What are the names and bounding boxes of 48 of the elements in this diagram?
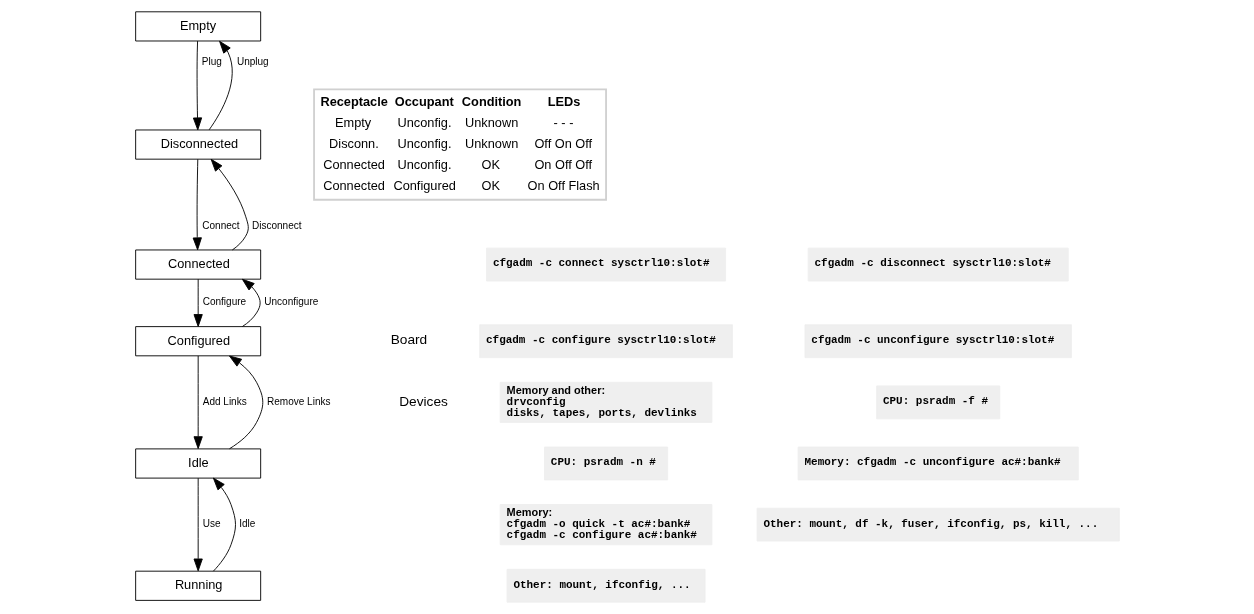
label: Unconfig. bbox=[397, 115, 451, 131]
label: On Off Off bbox=[533, 157, 592, 173]
edge-label: Unconfigure bbox=[263, 296, 318, 308]
label: LEDs bbox=[547, 93, 580, 109]
arrow bbox=[208, 40, 233, 131]
label: Off On Off bbox=[533, 136, 592, 152]
node-box: Empty bbox=[134, 11, 261, 42]
arrow bbox=[192, 40, 202, 131]
arrow bbox=[192, 158, 202, 251]
edge-label: Configure bbox=[202, 296, 246, 308]
arrow bbox=[193, 278, 203, 327]
label: Devices bbox=[398, 393, 448, 409]
edge-label: Plug bbox=[201, 56, 222, 68]
label: Occupant bbox=[394, 93, 454, 109]
node-box: Connected bbox=[134, 249, 261, 280]
arrow bbox=[193, 477, 203, 572]
label: Unknown bbox=[464, 136, 518, 152]
label: Condition bbox=[461, 93, 521, 109]
node-box: Configured bbox=[134, 326, 261, 357]
label: Unconfig. bbox=[397, 157, 451, 173]
arrow bbox=[241, 278, 261, 327]
node-box: Idle bbox=[134, 448, 261, 479]
node-box: Disconnected bbox=[134, 129, 261, 160]
arrow bbox=[212, 477, 236, 572]
edge-label: Add Links bbox=[202, 395, 247, 407]
edge-label: Disconnect bbox=[251, 219, 302, 231]
edge-label: Remove Links bbox=[266, 395, 331, 407]
arrow bbox=[193, 355, 203, 449]
label: Configured bbox=[392, 178, 456, 194]
label: - - - bbox=[553, 115, 573, 131]
edge-label: Unplug bbox=[236, 56, 269, 68]
arrow bbox=[228, 355, 263, 450]
label: Connected bbox=[322, 157, 385, 173]
edge-label: Idle bbox=[238, 518, 255, 530]
label: Receptacle bbox=[319, 93, 388, 109]
label: Unknown bbox=[464, 115, 518, 131]
label: Connected bbox=[322, 178, 385, 194]
edge-label: Connect bbox=[201, 219, 240, 231]
label: On Off Flash bbox=[527, 178, 600, 194]
label: Unconfig. bbox=[397, 136, 451, 152]
label: OK bbox=[481, 178, 500, 194]
arrow bbox=[210, 158, 249, 251]
label: Empty bbox=[334, 115, 371, 131]
label: Board bbox=[390, 332, 427, 348]
node-box: Running bbox=[134, 570, 261, 601]
label: Disconn. bbox=[328, 136, 379, 152]
label: OK bbox=[481, 157, 500, 173]
edge-label: Use bbox=[202, 518, 221, 530]
